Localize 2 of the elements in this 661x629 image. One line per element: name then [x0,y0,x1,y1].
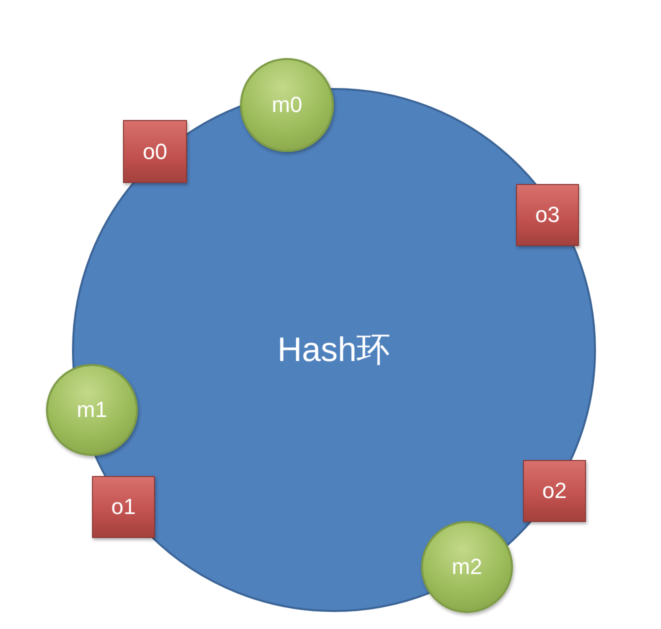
node-circle: m0 [240,58,334,152]
node-circle: m1 [46,364,138,456]
